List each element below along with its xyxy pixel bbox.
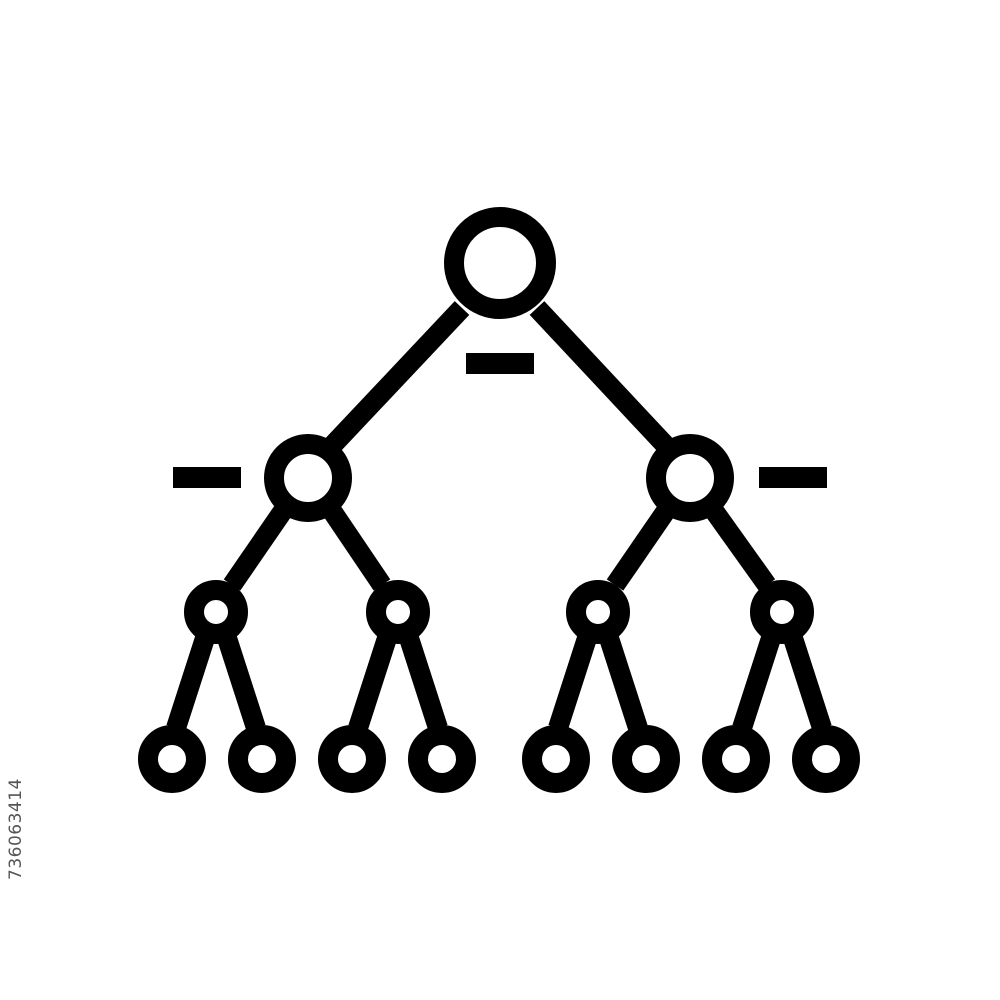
node-l1-right bbox=[646, 434, 734, 522]
edge-l2d-leaf7 bbox=[732, 631, 782, 732]
dash-left bbox=[173, 467, 241, 488]
leaf-node-2 bbox=[228, 725, 296, 793]
dash-center bbox=[466, 353, 534, 374]
edge-root-left bbox=[322, 301, 470, 455]
edge-l2a-leaf2 bbox=[216, 631, 266, 732]
edge-root-right bbox=[529, 301, 676, 455]
edge-l1b-l2c bbox=[606, 502, 677, 591]
edge-l2a-leaf1 bbox=[166, 631, 216, 732]
stock-id-label: 736063414 bbox=[6, 778, 26, 880]
leaf-node-3 bbox=[318, 725, 386, 793]
root-node bbox=[444, 207, 556, 319]
dash-right bbox=[759, 467, 827, 488]
node-l2-a bbox=[184, 580, 248, 644]
leaf-node-4 bbox=[408, 725, 476, 793]
edge-l2c-leaf6 bbox=[598, 631, 648, 732]
leaf-node-7 bbox=[702, 725, 770, 793]
edge-l2b-leaf3 bbox=[348, 631, 398, 732]
leaf-node-1 bbox=[138, 725, 206, 793]
leaf-node-6 bbox=[612, 725, 680, 793]
edge-l1a-l2b bbox=[321, 502, 391, 591]
edge-l1b-l2d bbox=[703, 502, 776, 591]
edge-l2d-leaf8 bbox=[782, 631, 832, 732]
leaf-node-5 bbox=[522, 725, 590, 793]
edge-l2b-leaf4 bbox=[398, 631, 448, 732]
node-l2-c bbox=[566, 580, 630, 644]
leaf-node-8 bbox=[792, 725, 860, 793]
edge-l1a-l2a bbox=[223, 502, 294, 591]
node-l2-b bbox=[366, 580, 430, 644]
node-l2-d bbox=[750, 580, 814, 644]
node-l1-left bbox=[264, 434, 352, 522]
edge-l2c-leaf5 bbox=[548, 631, 598, 732]
